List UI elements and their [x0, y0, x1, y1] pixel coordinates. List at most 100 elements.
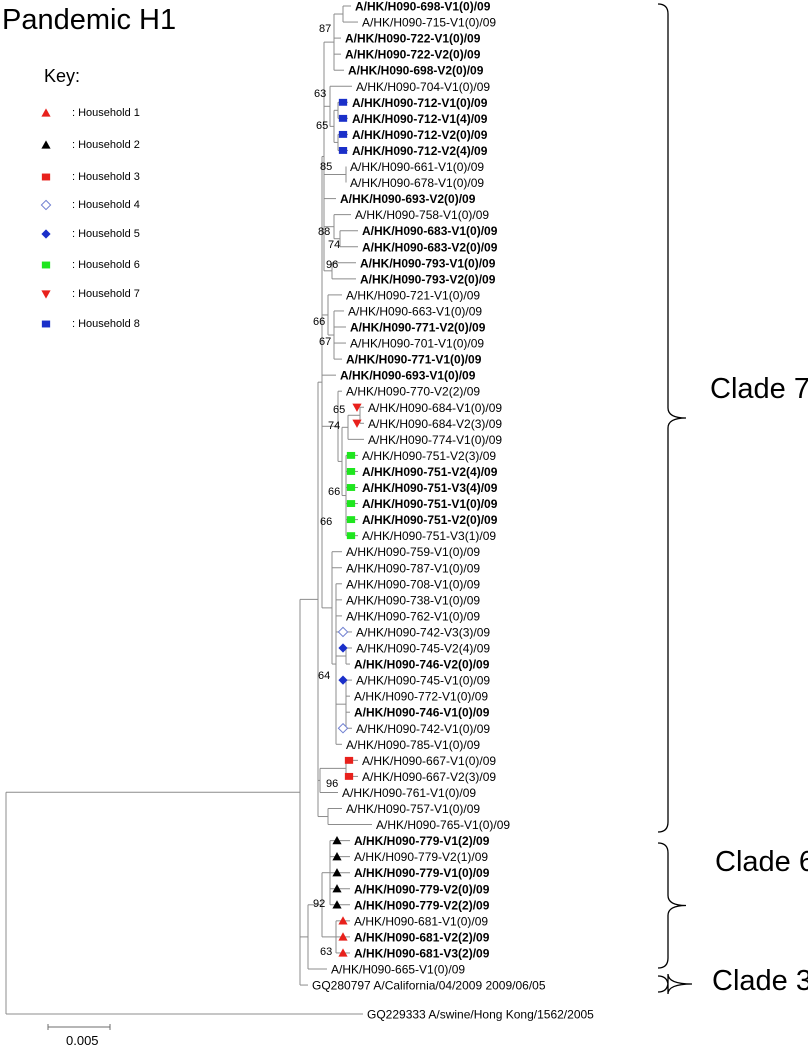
taxon-label: A/HK/H090-751-V3(4)/09	[362, 481, 498, 495]
clade-7-label: Clade 7	[710, 373, 808, 405]
taxon-label: A/HK/H090-770-V2(2)/09	[346, 385, 480, 399]
figure-title: Pandemic H1	[2, 4, 177, 36]
taxon-label: A/HK/H090-681-V3(2)/09	[354, 946, 490, 960]
bootstrap-value: 87	[319, 23, 331, 35]
bootstrap-value: 66	[313, 316, 325, 328]
bootstrap-value: 74	[328, 239, 340, 251]
bootstrap-value: 74	[328, 420, 340, 432]
taxon-label: A/HK/H090-667-V1(0)/09	[362, 754, 496, 768]
taxon-label: A/HK/H090-772-V1(0)/09	[354, 690, 488, 704]
taxon-label: A/HK/H090-722-V2(0)/09	[345, 48, 481, 62]
taxon-label: A/HK/H090-745-V1(0)/09	[356, 674, 490, 688]
clade-3-bracket	[657, 973, 693, 995]
taxon-label: A/HK/H090-745-V2(4)/09	[356, 642, 490, 656]
household-1-marker	[338, 916, 348, 925]
taxon-label: A/HK/H090-708-V1(0)/09	[346, 577, 480, 591]
household-symbol-icon	[41, 173, 51, 181]
household-symbol-icon	[40, 199, 52, 211]
household-6-marker	[346, 532, 356, 540]
household-2-marker	[332, 900, 342, 909]
taxon-label: A/HK/H090-746-V2(0)/09	[354, 658, 490, 672]
tree-branches	[5, 5, 372, 1015]
household-8-marker	[338, 114, 348, 122]
taxon-label: A/HK/H090-787-V1(0)/09	[346, 561, 480, 575]
household-5-key-marker	[41, 229, 51, 239]
taxon-label: A/HK/H090-779-V1(0)/09	[354, 866, 490, 880]
taxon-label: A/HK/H090-751-V3(1)/09	[362, 529, 496, 543]
key-item-label: : Household 6	[72, 259, 140, 271]
taxon-label: A/HK/H090-751-V2(3)/09	[362, 449, 496, 463]
taxon-label: A/HK/H090-704-V1(0)/09	[356, 80, 490, 94]
taxon-label: A/HK/H090-665-V1(0)/09	[331, 963, 465, 977]
taxon-label: A/HK/H090-761-V1(0)/09	[342, 786, 476, 800]
household-markers	[332, 98, 362, 957]
household-6-marker	[346, 468, 356, 475]
household-4-marker	[337, 626, 349, 638]
taxon-label: A/HK/H090-681-V1(0)/09	[354, 914, 488, 928]
taxon-label: A/HK/H090-715-V1(0)/09	[362, 16, 496, 30]
bootstrap-value: 65	[316, 120, 328, 132]
household-8-marker	[338, 98, 348, 106]
taxon-label: A/HK/H090-779-V1(2)/09	[354, 834, 490, 848]
household-6-marker	[346, 484, 356, 491]
taxon-label: A/HK/H090-742-V1(0)/09	[356, 722, 490, 736]
household-1-marker	[338, 948, 348, 957]
bootstrap-value: 64	[318, 670, 330, 682]
clade-3-label: Clade 3	[712, 965, 808, 997]
taxon-label: A/HK/H090-779-V2(1)/09	[354, 850, 488, 864]
taxon-label: A/HK/H090-698-V2(0)/09	[348, 64, 484, 78]
taxon-label: A/HK/H090-663-V1(0)/09	[348, 304, 482, 318]
bootstrap-value: 67	[319, 336, 331, 348]
household-symbol-icon	[41, 320, 51, 328]
household-6-marker	[346, 500, 356, 507]
taxon-label: A/HK/H090-758-V1(0)/09	[355, 208, 489, 222]
household-symbol-icon	[41, 108, 51, 117]
household-2-marker	[332, 884, 342, 893]
taxon-label: A/HK/H090-746-V1(0)/09	[354, 706, 490, 720]
clade-brackets	[657, 3, 693, 995]
household-5-marker	[338, 675, 348, 685]
household-8-marker	[338, 147, 348, 154]
taxon-label: A/HK/H090-683-V1(0)/09	[362, 224, 498, 238]
key-item-label: : Household 4	[72, 199, 140, 211]
clade-6-bracket	[657, 842, 687, 969]
household-2-marker	[332, 868, 342, 877]
household-1-marker	[338, 932, 348, 941]
household-4-key-marker	[40, 199, 52, 211]
taxon-label: A/HK/H090-793-V2(0)/09	[360, 272, 496, 286]
taxon-label: A/HK/H090-684-V2(3)/09	[368, 417, 502, 431]
clade-7-bracket	[657, 3, 687, 833]
taxon-label: A/HK/H090-722-V1(0)/09	[345, 32, 481, 46]
taxon-label: A/HK/H090-681-V2(2)/09	[354, 930, 490, 944]
taxon-label: A/HK/H090-661-V1(0)/09	[350, 160, 484, 174]
clade-6-label: Clade 6	[715, 846, 808, 878]
household-symbol-icon	[41, 261, 51, 269]
household-5-marker	[338, 643, 348, 653]
taxon-label: A/HK/H090-693-V1(0)/09	[340, 369, 476, 383]
household-2-marker	[332, 852, 342, 861]
household-3-key-marker	[41, 173, 51, 181]
taxon-label: A/HK/H090-771-V1(0)/09	[346, 353, 482, 367]
taxon-label: GQ229333 A/swine/Hong Kong/1562/2005	[367, 1008, 594, 1022]
scale-bar-label: 0.005	[66, 1033, 99, 1048]
key-item-label: : Household 8	[72, 318, 140, 330]
taxon-label: A/HK/H090-683-V2(0)/09	[362, 240, 498, 254]
taxon-label: A/HK/H090-751-V2(0)/09	[362, 513, 498, 527]
household-8-key-marker	[41, 320, 51, 328]
bootstrap-value: 85	[320, 161, 332, 173]
household-2-key-marker	[41, 140, 51, 149]
household-6-marker	[346, 451, 356, 459]
household-3-marker	[344, 756, 354, 764]
taxon-label: A/HK/H090-774-V1(0)/09	[368, 433, 502, 447]
key-item-label: : Household 7	[72, 288, 140, 300]
taxon-labels: A/HK/H090-698-V1(0)/09A/HK/H090-715-V1(0…	[312, 0, 594, 1022]
taxon-label: A/HK/H090-751-V2(4)/09	[362, 465, 498, 479]
taxon-label: A/HK/H090-712-V2(4)/09	[352, 144, 488, 158]
bootstrap-value: 66	[328, 486, 340, 498]
taxon-label: A/HK/H090-765-V1(0)/09	[376, 818, 510, 832]
household-6-marker	[346, 516, 356, 524]
taxon-label: A/HK/H090-759-V1(0)/09	[346, 545, 480, 559]
taxon-label: A/HK/H090-738-V1(0)/09	[346, 593, 480, 607]
bootstrap-value: 96	[326, 259, 338, 271]
